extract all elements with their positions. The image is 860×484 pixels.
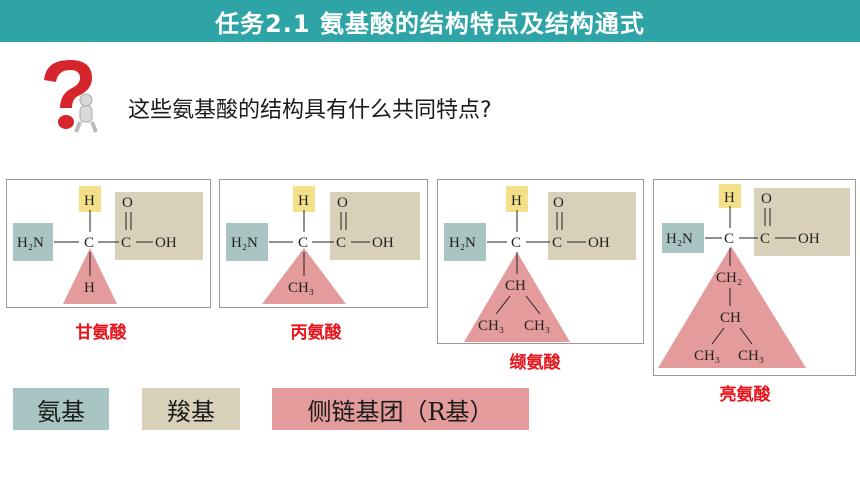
amine-label: H₂N [231, 235, 258, 251]
alpha-carbon-label: C [298, 235, 308, 251]
hydroxyl-label: OH [155, 235, 177, 251]
hydroxyl-label: OH [372, 235, 394, 251]
hydroxyl-label: OH [798, 231, 820, 247]
amino-group-highlight [13, 223, 53, 261]
alanine-panel: H H₂N C C O OH CH₃ [219, 179, 428, 308]
oxygen-label: O [553, 195, 564, 211]
carboxyl-group-legend: 羧基 [142, 388, 240, 430]
methyl-label-right: CH₃ [738, 348, 764, 364]
oxygen-label: O [761, 191, 772, 207]
alanine-name: 丙氨酸 [290, 323, 342, 343]
amino-group-highlight [226, 223, 268, 261]
leucine-structure: H H₂N C C O OH CH₂ CH CH₃ CH₃ [658, 184, 850, 368]
carboxyl-group-highlight [330, 192, 420, 260]
page-title: 任务2.1 氨基酸的结构特点及结构通式 [215, 9, 645, 38]
valine-panel: H H₂N C C O OH CH CH₃ CH₃ [437, 179, 644, 344]
leucine-name: 亮氨酸 [719, 385, 771, 405]
question-mark-figure-icon [44, 60, 98, 133]
glycine-panel: H H₂N C C O OH H [6, 179, 211, 308]
alpha-carbon-label: C [724, 231, 734, 247]
alanine-structure: H H₂N C C O OH CH₃ [226, 186, 420, 304]
glycine-structure: H H₂N C C O OH H [13, 186, 203, 304]
methyl-label-right: CH₃ [524, 318, 550, 334]
methyl-label-left: CH₃ [694, 348, 720, 364]
amino-group-legend: 氨基 [13, 388, 109, 430]
amine-label: H₂N [17, 235, 44, 251]
methylene-label: CH₂ [716, 270, 742, 286]
hydrogen-highlight [506, 186, 528, 212]
carboxyl-carbon-label: C [336, 235, 346, 251]
hydroxyl-label: OH [588, 235, 610, 251]
question-text: 这些氨基酸的结构具有什么共同特点? [128, 98, 492, 123]
carboxyl-carbon-label: C [552, 235, 562, 251]
hydrogen-label: H [511, 193, 522, 209]
hydrogen-highlight [293, 186, 315, 212]
r-hydrogen-label: H [84, 280, 95, 296]
hydrogen-label: H [298, 193, 309, 209]
amine-label: H₂N [449, 235, 476, 251]
hydrogen-highlight [719, 184, 741, 208]
amino-group-highlight [444, 223, 486, 261]
ch-label: CH [720, 310, 741, 326]
carboxyl-group-highlight [115, 192, 203, 260]
ch-label: CH [505, 278, 526, 294]
hydrogen-label: H [84, 193, 95, 209]
oxygen-label: O [122, 195, 133, 211]
methyl-label: CH₃ [288, 280, 314, 296]
amino-group-highlight [662, 223, 704, 253]
amine-label: H₂N [666, 231, 693, 247]
alpha-carbon-label: C [84, 235, 94, 251]
side-chain-highlight [464, 252, 570, 342]
alpha-carbon-label: C [511, 235, 521, 251]
carboxyl-carbon-label: C [121, 235, 131, 251]
hydrogen-highlight [79, 186, 101, 212]
methyl-label-left: CH₃ [478, 318, 504, 334]
side-chain-legend: 侧链基团（R基） [272, 388, 529, 430]
leucine-panel: H H₂N C C O OH CH₂ CH CH₃ CH₃ [653, 179, 856, 376]
side-chain-highlight [658, 246, 806, 368]
carboxyl-group-highlight [548, 192, 636, 260]
carboxyl-carbon-label: C [760, 231, 770, 247]
valine-structure: H H₂N C C O OH CH CH₃ CH₃ [444, 186, 636, 342]
hydrogen-label: H [724, 190, 735, 206]
valine-name: 缬氨酸 [509, 353, 561, 373]
glycine-name: 甘氨酸 [75, 323, 127, 343]
title-bar: 任务2.1 氨基酸的结构特点及结构通式 [0, 0, 860, 42]
oxygen-label: O [337, 195, 348, 211]
